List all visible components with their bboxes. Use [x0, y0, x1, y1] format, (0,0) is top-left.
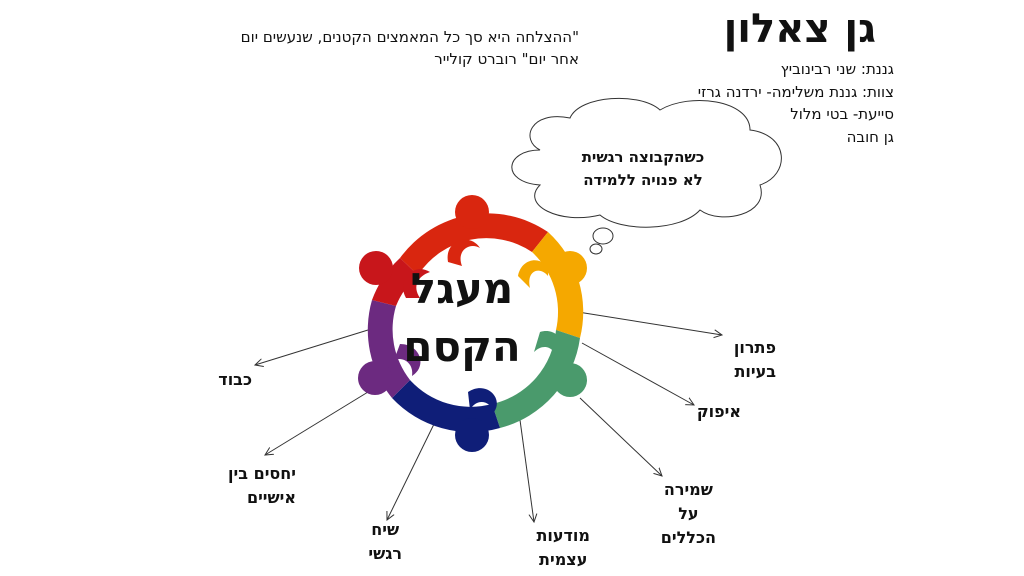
circle-title-line-2: הקסם — [403, 322, 521, 371]
spoke-label-line: על — [678, 504, 699, 523]
spoke-label-line: פתרון — [733, 338, 776, 357]
quote: "ההצלחה היא סך כל המאמצים הקטנים, שנעשים… — [179, 26, 579, 70]
spoke-label-line: בעיות — [734, 362, 776, 381]
spoke-label-line: יחסים בין — [228, 464, 296, 483]
spoke-label-line: כבוד — [218, 370, 252, 389]
spoke-label-rules: שמירה על הכללים — [661, 478, 716, 550]
person-purple — [358, 300, 421, 398]
spoke-label-line: עצמית — [539, 550, 588, 569]
spoke-label-restraint: איפוק — [697, 400, 741, 424]
person-navy — [392, 380, 500, 452]
arrow-self-awareness — [519, 419, 534, 522]
spoke-label-self-awareness: מודעות עצמית — [536, 524, 590, 572]
quote-line-1: "ההצלחה היא סך כל המאמצים הקטנים, שנעשים… — [240, 28, 579, 46]
cloud-text: כשהקבוצה רגשית לא פנויה ללמידה — [548, 146, 738, 192]
person-darkred — [359, 251, 430, 306]
cloud-line-2: לא פנויה ללמידה — [583, 171, 703, 189]
arrow-emotional-talk — [387, 421, 436, 520]
spoke-label-line: אישיים — [246, 488, 296, 507]
arrow-problem-solving — [577, 311, 722, 335]
info-line-teacher: גננת: שני רבינוביץ — [780, 60, 894, 78]
arrow-restraint — [581, 342, 694, 405]
info-line-assistant: סייעת- בטי מלול — [790, 105, 894, 123]
spoke-label-emotional-talk: שיח רגשי — [368, 518, 402, 566]
spoke-label-line: איפוק — [696, 402, 741, 421]
spoke-label-line: רגשי — [368, 544, 402, 563]
person-orange — [518, 232, 587, 338]
arrow-rules — [579, 397, 662, 476]
circle-title: מעגל הקסם — [362, 260, 562, 376]
people-circle-graphic — [358, 195, 587, 452]
spoke-label-line: שיח — [371, 520, 400, 539]
spoke-label-line: הכללים — [660, 528, 716, 547]
quote-line-2: אחר יום" רוברט קולייר — [434, 50, 579, 68]
info-line-kindergarten: גן חובה — [846, 127, 894, 146]
arrow-respect — [255, 329, 369, 365]
person-green — [492, 330, 587, 428]
spoke-label-problem-solving: פתרון בעיות — [734, 336, 776, 384]
info-line-staff: צוות: גננת משלימה- ירדנה גרזי — [697, 82, 894, 101]
thought-cloud — [511, 97, 782, 255]
spoke-label-line: שמירה — [663, 480, 713, 499]
spoke-label-respect: כבוד — [218, 368, 252, 392]
spoke-label-relationships: יחסים בין אישיים — [228, 462, 296, 510]
spoke-arrows — [255, 311, 722, 522]
spoke-label-line: מודעות — [536, 526, 590, 545]
circle-title-line-1: מעגל — [410, 264, 514, 313]
cloud-line-1: כשהקבוצה רגשית — [581, 148, 705, 166]
arrow-relationships — [265, 391, 369, 455]
page-title: גן צאלון — [723, 6, 876, 52]
person-red — [400, 195, 548, 275]
staff-info: גננת: שני רבינוביץ צוות: גננת משלימה- יר… — [698, 58, 894, 148]
